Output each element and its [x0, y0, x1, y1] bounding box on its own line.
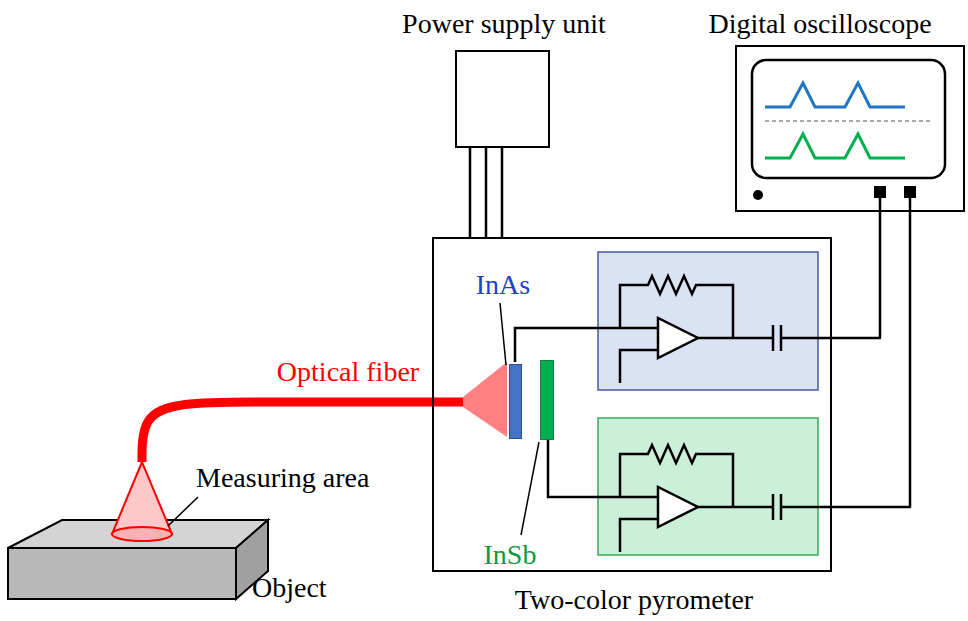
leader-line [521, 442, 539, 535]
ground-wire [620, 519, 658, 552]
power-supply-box: Power supply unit [455, 50, 550, 148]
leader-line [168, 497, 198, 526]
output-wire [698, 506, 832, 509]
light-cone [463, 362, 507, 437]
op-amp-symbol [658, 318, 698, 358]
inas-detector: InAs [509, 364, 522, 439]
jack-wire [879, 198, 882, 212]
signal-wire [832, 212, 910, 507]
object-outline [8, 520, 268, 600]
scope-input-jack [874, 186, 886, 198]
view-cone [112, 462, 172, 534]
scope-screen [752, 60, 945, 178]
fiber-end [432, 398, 464, 407]
scope-knob [753, 190, 763, 200]
jack-wire [909, 198, 912, 212]
capacitor-symbol [773, 494, 781, 520]
green-waveform [765, 134, 905, 158]
output-wire [698, 337, 832, 340]
insb-amplifier-panel [598, 418, 818, 555]
blue-waveform [765, 83, 905, 107]
object-front-face [8, 548, 236, 599]
capacitor-symbol [773, 325, 781, 351]
connector-label: Optical fiber [277, 356, 419, 388]
screen-divider [765, 120, 932, 121]
node-label: InAs [476, 269, 530, 301]
oscilloscope-box: Digital oscilloscope [735, 45, 965, 212]
node-label: Two-color pyrometer [515, 584, 753, 616]
node-label: Object [252, 572, 327, 604]
pyrometer-housing: InAsInSbTwo-color pyrometer [432, 237, 832, 572]
node-label: Digital oscilloscope [708, 8, 931, 40]
insb-detector: InSb [540, 360, 554, 440]
optical-fiber [142, 402, 432, 462]
signal-wire [832, 212, 880, 338]
signal-wire [515, 328, 658, 362]
node-label: InSb [484, 539, 537, 571]
op-amp-symbol [658, 487, 698, 527]
inas-amplifier-panel [598, 252, 818, 390]
ground-wire [620, 350, 658, 383]
signal-wire [470, 148, 502, 237]
leader-line [500, 303, 506, 365]
node-label: Power supply unit [402, 8, 606, 40]
measuring-spot [112, 527, 172, 541]
scope-input-jack [904, 186, 916, 198]
callout-label: Measuring area [196, 462, 369, 494]
signal-wire [548, 438, 658, 497]
object-block: Object [8, 520, 268, 600]
